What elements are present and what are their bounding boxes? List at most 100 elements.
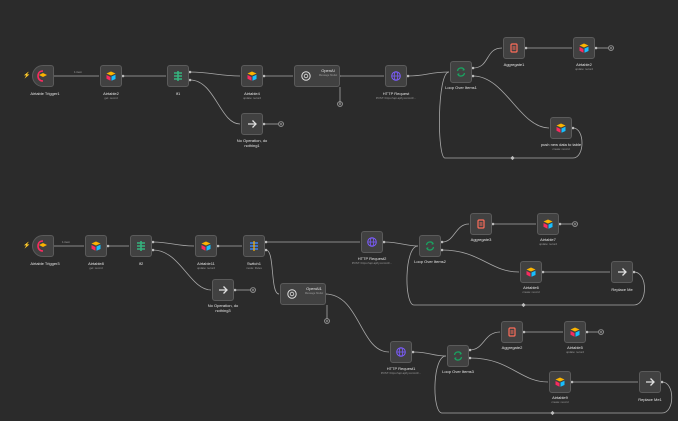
airtable-icon [555, 377, 565, 387]
node-airtable8[interactable] [85, 235, 107, 257]
aggregate-icon [477, 219, 485, 229]
node-label: Airtable5 [567, 345, 583, 350]
node-sublabel: get: record [104, 96, 118, 100]
node-label: If1 [175, 91, 181, 96]
node-openai[interactable]: OpenAI Message Model [294, 65, 340, 87]
edge-loop2-aggregate3 [441, 223, 470, 243]
node-push-new-data[interactable] [550, 117, 572, 139]
node-airtable6[interactable] [520, 261, 542, 283]
node-switch1[interactable] [243, 235, 265, 257]
node-replace-me1[interactable] [639, 371, 661, 393]
node-label: No Operation, do nothing1 [236, 138, 268, 148]
node-aggregate2[interactable] [501, 321, 523, 343]
node-sublabel: create: record [522, 290, 540, 294]
node-loop-over-items1[interactable] [450, 61, 472, 83]
node-airtable-end[interactable] [573, 37, 595, 59]
node-aggregate1[interactable] [503, 37, 525, 59]
node-airtable-trigger3[interactable] [32, 235, 54, 257]
edge-loop3-airtable9 [469, 357, 549, 383]
node-label: Airtable6 [523, 285, 539, 290]
edge-loop1-aggregate1 [472, 47, 503, 69]
node-sublabel: update: record [242, 96, 262, 100]
node-airtable9[interactable] [549, 371, 571, 393]
node-label: Airtable2 [576, 62, 592, 67]
node-airtable-trigger1[interactable] [32, 65, 54, 87]
edge-replaceme1-back-loop3 [434, 355, 673, 414]
trigger-bolt-icon: ⚡ [23, 243, 31, 249]
node-label: Aggregate1 [503, 62, 525, 67]
node-airtable11[interactable] [195, 235, 217, 257]
node-sublabel: create: record [551, 400, 569, 404]
node-airtable4[interactable] [241, 65, 263, 87]
globe-icon [396, 347, 406, 357]
arrow-right-icon [219, 286, 228, 294]
node-no-operation1[interactable] [241, 113, 263, 135]
node-label: push new data to table [540, 142, 582, 147]
airtable-icon [37, 240, 47, 252]
node-label: Switch1 [246, 261, 261, 266]
loop-icon [425, 241, 435, 251]
airtable-icon [579, 43, 589, 53]
node-label: Loop Over Items1 [445, 85, 477, 90]
node-title: OpenAI1 [306, 286, 322, 291]
node-loop-over-items3[interactable] [447, 345, 469, 367]
node-if2[interactable] [130, 235, 152, 257]
airtable-icon [247, 71, 257, 81]
node-sublabel: POST: https://api.apify.com/v2/... [351, 261, 393, 265]
aggregate-icon [508, 327, 516, 337]
node-if1[interactable] [167, 65, 189, 87]
node-loop-over-items2[interactable] [419, 235, 441, 257]
edge-loop3-aggregate2 [469, 331, 501, 351]
node-replace-me[interactable] [611, 261, 633, 283]
airtable-icon [543, 219, 553, 229]
node-label: HTTP Request [382, 91, 410, 96]
edge-loop1-push [472, 75, 550, 129]
trigger-bolt-icon: ⚡ [23, 73, 31, 79]
node-label: Loop Over Items2 [414, 259, 446, 264]
node-label: HTTP Request2 [357, 256, 387, 261]
edge-replaceme-back-loop2 [406, 245, 645, 306]
node-label: Replace Me1 [638, 397, 662, 402]
node-airtable7[interactable] [537, 213, 559, 235]
node-sublabel: Message Model [318, 73, 338, 77]
node-sublabel: update: record [565, 350, 585, 354]
airtable-icon [570, 327, 580, 337]
node-aggregate3[interactable] [470, 213, 492, 235]
node-http-request1[interactable] [390, 341, 412, 363]
node-label: Airtable9 [552, 395, 568, 400]
globe-icon [367, 237, 377, 247]
node-label: No Operation, do nothing3 [207, 303, 239, 313]
edge-item-count: 1 item [62, 240, 71, 244]
edge-http2-loop2 [383, 241, 419, 247]
node-http-request[interactable] [385, 65, 407, 87]
node-label: Aggregate2 [501, 345, 523, 350]
node-airtable2[interactable] [100, 65, 122, 87]
node-title: OpenAI [321, 68, 335, 73]
node-sublabel: create: record [552, 147, 570, 151]
node-label: If2 [138, 261, 144, 266]
node-sublabel: POST: https://api.apify.com/v2/... [380, 371, 422, 375]
node-sublabel: update: record [196, 266, 216, 270]
if-icon [137, 241, 145, 251]
arrow-right-icon [248, 120, 257, 128]
node-airtable5[interactable] [564, 321, 586, 343]
node-no-operation3[interactable] [212, 279, 234, 301]
node-sublabel: mode: Rules [246, 266, 262, 270]
node-label: Airtable7 [540, 237, 556, 242]
node-http-request2[interactable] [361, 231, 383, 253]
switch-icon [250, 241, 258, 251]
loop-icon [456, 67, 466, 77]
node-label: Airtable11 [197, 261, 215, 266]
loop-icon [453, 351, 463, 361]
airtable-icon [37, 70, 47, 82]
airtable-icon [556, 123, 566, 133]
node-openai1[interactable]: OpenAI1 Message Model [280, 283, 326, 305]
node-label: Loop Over Items3 [442, 369, 474, 374]
node-sublabel: update: record [538, 242, 558, 246]
edge-item-count: 1 item [74, 70, 83, 74]
if-icon [174, 71, 182, 81]
node-label: Aggregate3 [470, 237, 492, 242]
openai-icon [301, 71, 311, 81]
node-label: Airtable Trigger3 [30, 261, 60, 266]
